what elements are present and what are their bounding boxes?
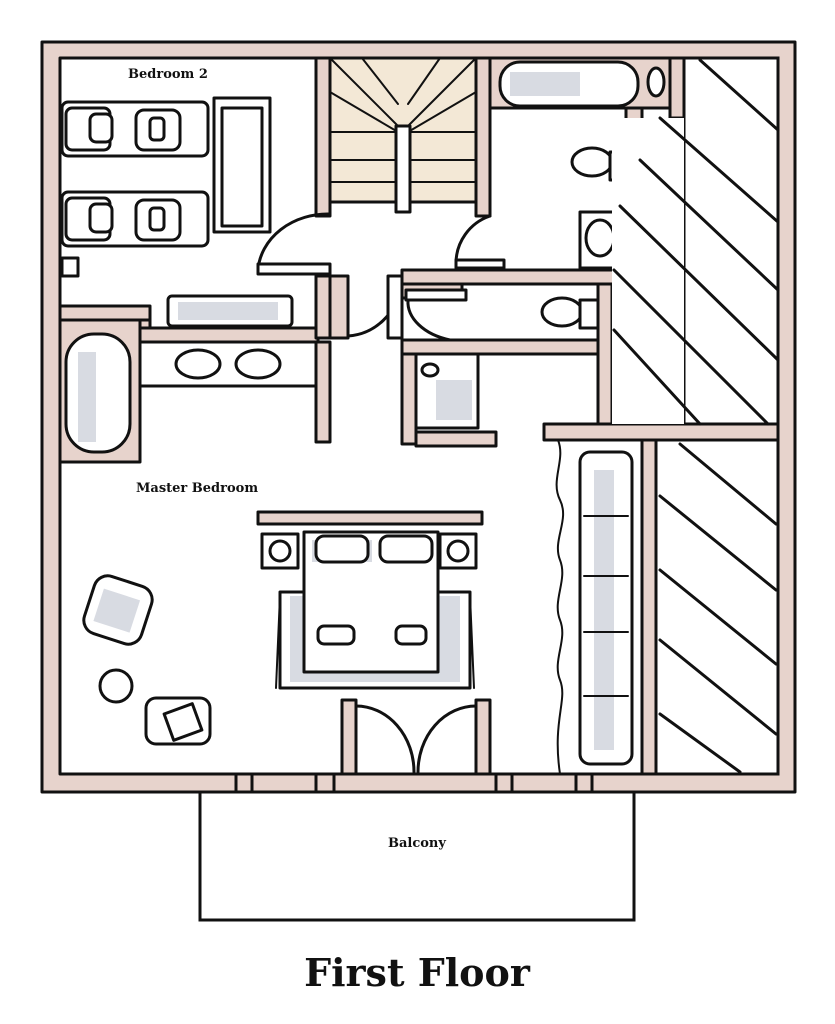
master-wardrobe bbox=[555, 439, 634, 775]
bedroom2-beds bbox=[60, 100, 210, 278]
hatched-voids bbox=[612, 56, 780, 776]
bedroom2-furniture bbox=[166, 96, 294, 328]
balcony bbox=[198, 772, 636, 922]
master-seating bbox=[82, 574, 212, 746]
room-label-balcony: Balcony bbox=[388, 836, 446, 851]
room-label-bedroom2: Bedroom 2 bbox=[128, 67, 208, 82]
staircase bbox=[328, 56, 478, 214]
door-swings bbox=[256, 212, 506, 774]
floor-title: First Floor bbox=[304, 950, 531, 995]
master-bath-fixtures bbox=[64, 332, 318, 454]
room-label-master-bedroom: Master Bedroom bbox=[136, 481, 258, 496]
wc-fixtures bbox=[414, 296, 600, 430]
master-bed bbox=[260, 530, 478, 690]
